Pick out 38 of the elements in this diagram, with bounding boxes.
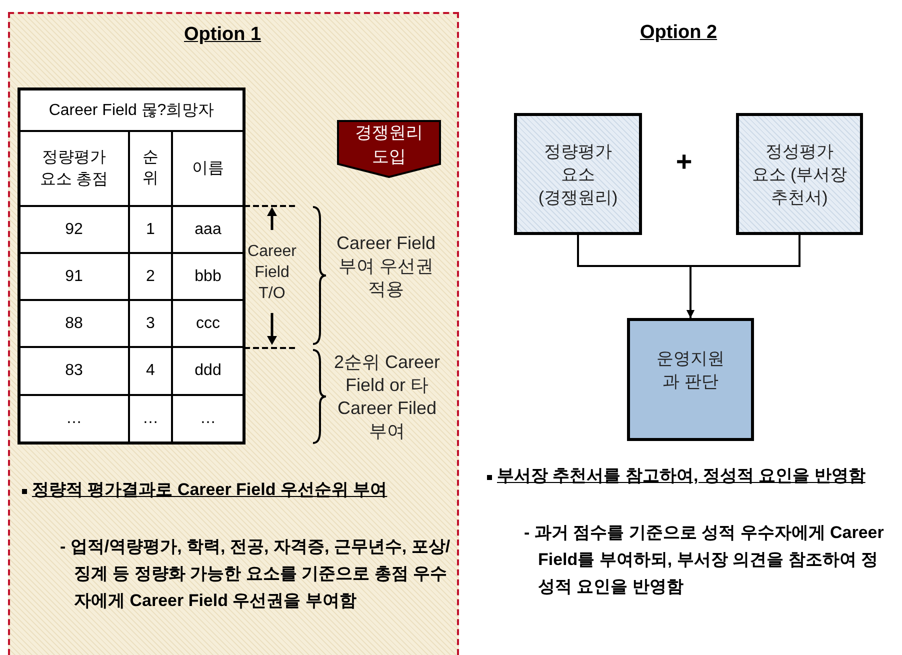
table-cell-text: …: [65, 409, 83, 429]
bullet-text: - 업적/역량평가, 학력, 전공, 자격증, 근무년수, 포상/징계 등 정량화 가능한 요소를 기준으로 총점 우수자에게 Career Field 우선권을 부여함: [60, 536, 452, 612]
table-cell-text: 3: [145, 314, 156, 334]
banner-text: 경쟁원리 도입: [354, 122, 424, 168]
table-cell-text: 83: [64, 361, 84, 381]
side-label: Career Field T/O: [246, 242, 298, 304]
chevron-banner: [337, 120, 441, 178]
table-cell-text: 2: [145, 266, 156, 286]
connector-arrow: [686, 235, 800, 318]
table-header: Career Field 몮?희망자: [48, 100, 216, 120]
brace-label: 2순위 Career Field or 타 Career Filed 부여: [332, 351, 442, 443]
bullet-heading: 부서장 추천서를 참고하여, 정성적 요인을 반영함: [497, 465, 866, 487]
table-cell-text: …: [199, 409, 217, 429]
table-cell-text: bbb: [194, 266, 222, 286]
table-cell-text: ccc: [195, 314, 221, 334]
table-cell-text: 91: [64, 266, 84, 286]
factor-box: [736, 113, 863, 235]
section-heading: Option 2: [640, 22, 718, 45]
table-header: 순위: [142, 148, 158, 188]
result-box: [627, 318, 754, 441]
table-cell-text: 4: [145, 361, 156, 381]
bullet-heading: 정량적 평가결과로 Career Field 우선순위 부여: [32, 479, 388, 501]
box-text: 운영지원 과 판단: [656, 348, 726, 392]
table-cell-text: 1: [145, 220, 156, 240]
bullet-text: - 과거 점수를 기준으로 성적 우수자에게 Career Field를 부여하되, 부서장 의견을 참조하여 정성적 요인을 반영함: [524, 522, 885, 598]
table-cell-text: 88: [64, 314, 84, 334]
table-cell-text: ddd: [194, 361, 222, 381]
table-header: 정량평가 요소 총점: [38, 148, 110, 190]
table-cell-text: 92: [64, 220, 84, 240]
box-text: 정량평가 요소 (경쟁원리): [537, 140, 619, 208]
brace-label: Career Field 부여 우선권 적용: [335, 232, 437, 300]
factor-box: [514, 113, 642, 235]
box-text: 정성평가 요소 (부서장 추천서): [752, 140, 848, 208]
table-header: 이름: [191, 158, 225, 178]
table-cell-text: aaa: [194, 220, 222, 240]
table-cell-text: …: [142, 409, 160, 429]
plus-sign: +: [674, 145, 694, 179]
section-heading: Option 1: [184, 24, 262, 46]
